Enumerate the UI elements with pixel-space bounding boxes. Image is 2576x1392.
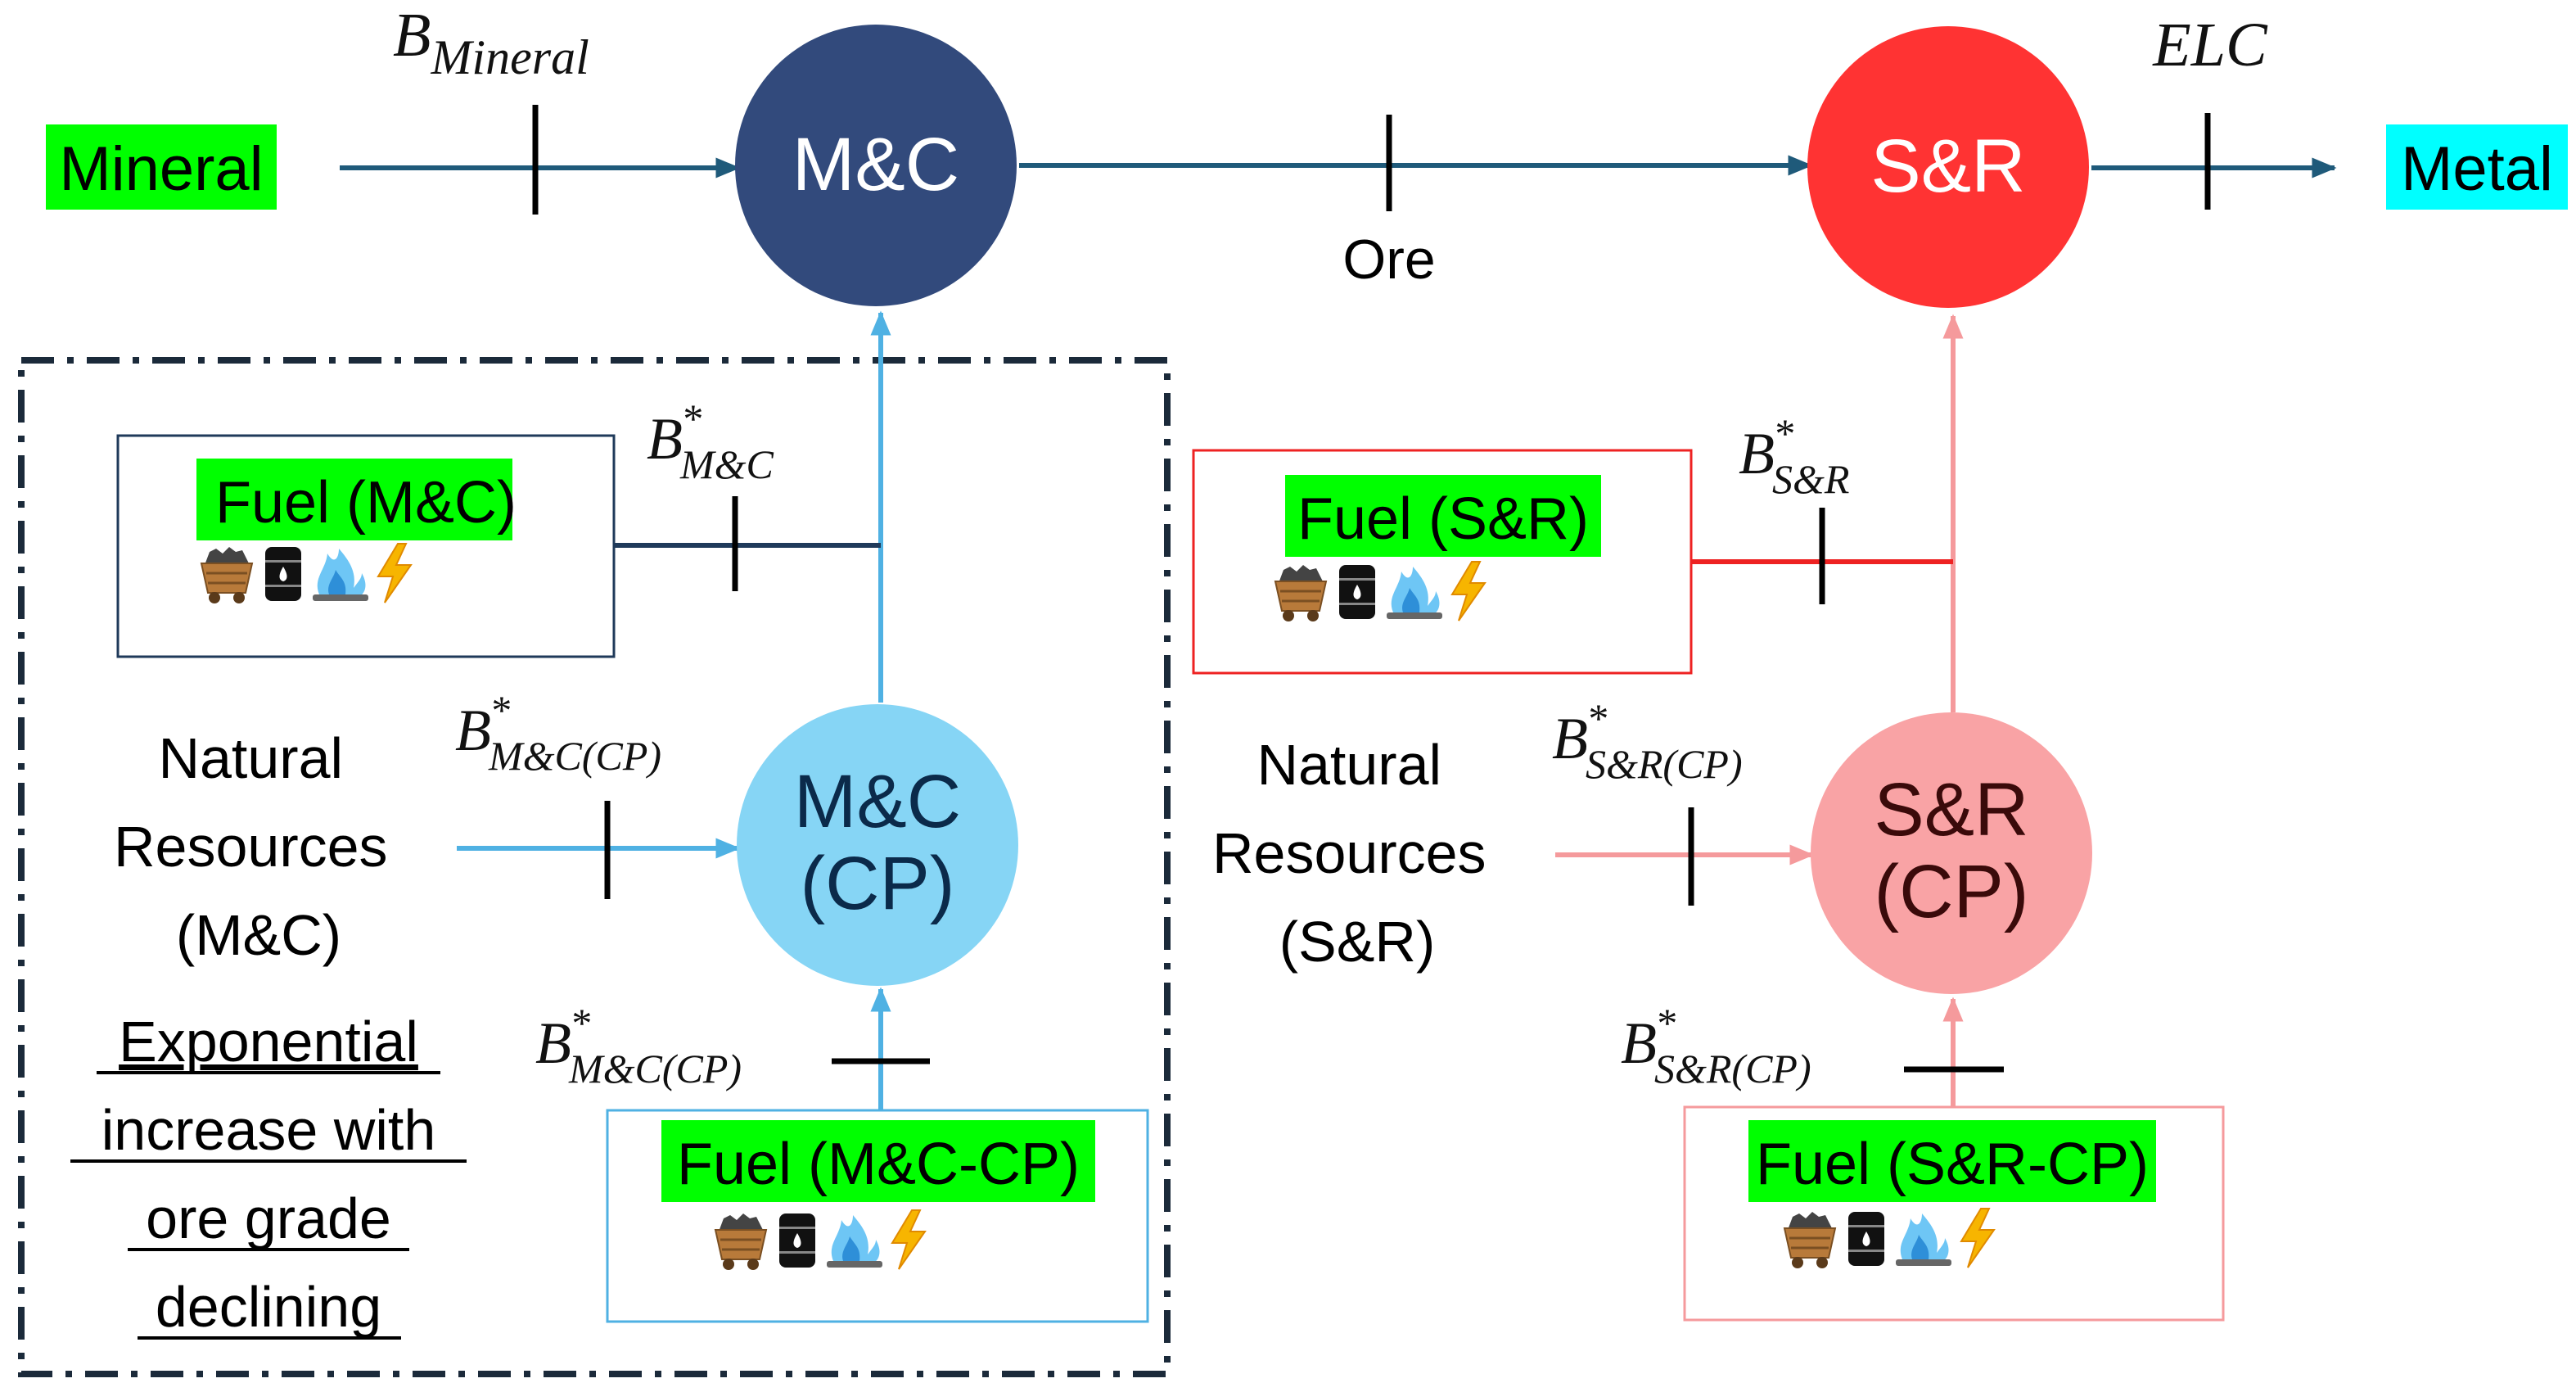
mineral-label-bg (46, 124, 277, 210)
sr-cp-node: S&R (CP) (1811, 712, 2092, 994)
nat-res-mc-label: Natural Resources (M&C) (114, 726, 404, 967)
elc-label: ELC (2152, 11, 2268, 79)
nat-res-sr-label: Natural Resources (S&R) (1212, 733, 1502, 974)
metal-label: Metal (2401, 134, 2553, 204)
mineral-label: Mineral (59, 134, 263, 204)
mc-boundary-box (18, 357, 1171, 1377)
fuel-mc-label: Fuel (M&C) (215, 470, 517, 536)
b-star-mccp-fuel-label: B*M&C(CP) (535, 1000, 742, 1091)
fuel-mc-label-bg (196, 459, 512, 540)
mc-node-label: M&C (792, 123, 959, 206)
mc-cp-label-line2: (CP) (800, 842, 954, 925)
ore-label: Ore (1342, 228, 1435, 291)
fuel-sr-label: Fuel (S&R) (1297, 486, 1589, 552)
b-star-srcp-label: B*S&R(CP) (1552, 695, 1743, 787)
fuel-srcp-label-bg (1748, 1120, 2156, 1202)
mc-cp-label-line1: M&C (794, 760, 961, 843)
fuel-srcp-label: Fuel (S&R-CP) (1756, 1132, 2149, 1197)
exponential-line1: Exponential (119, 1010, 418, 1073)
exponential-line2: increase with (102, 1098, 436, 1162)
sr-cp-label-line1: S&R (1874, 768, 2028, 852)
fuel-mccp-label: Fuel (M&C-CP) (677, 1132, 1080, 1197)
exponential-note: Exponential increase with ore grade decl… (70, 1010, 467, 1340)
exponential-line3: ore grade (146, 1186, 391, 1250)
b-star-sr-label: B*S&R (1739, 410, 1849, 502)
mc-cp-node: M&C (CP) (737, 704, 1018, 986)
sr-node-label: S&R (1870, 124, 2025, 208)
b-mineral-label: BMineral (393, 1, 589, 84)
b-star-mccp-label: B*M&C(CP) (455, 687, 661, 779)
metal-label-bg (2386, 124, 2568, 210)
exponential-line4: declining (156, 1275, 381, 1339)
fuel-mccp-label-bg (661, 1120, 1095, 1202)
b-star-mc-label: B*M&C (647, 395, 774, 487)
b-star-srcp-fuel-label: B*S&R(CP) (1621, 1000, 1811, 1091)
sr-cp-label-line2: (CP) (1874, 850, 2028, 933)
mc-node: M&C (735, 25, 1017, 306)
fuel-sr-label-bg (1285, 475, 1601, 557)
sr-node: S&R (1807, 26, 2089, 308)
